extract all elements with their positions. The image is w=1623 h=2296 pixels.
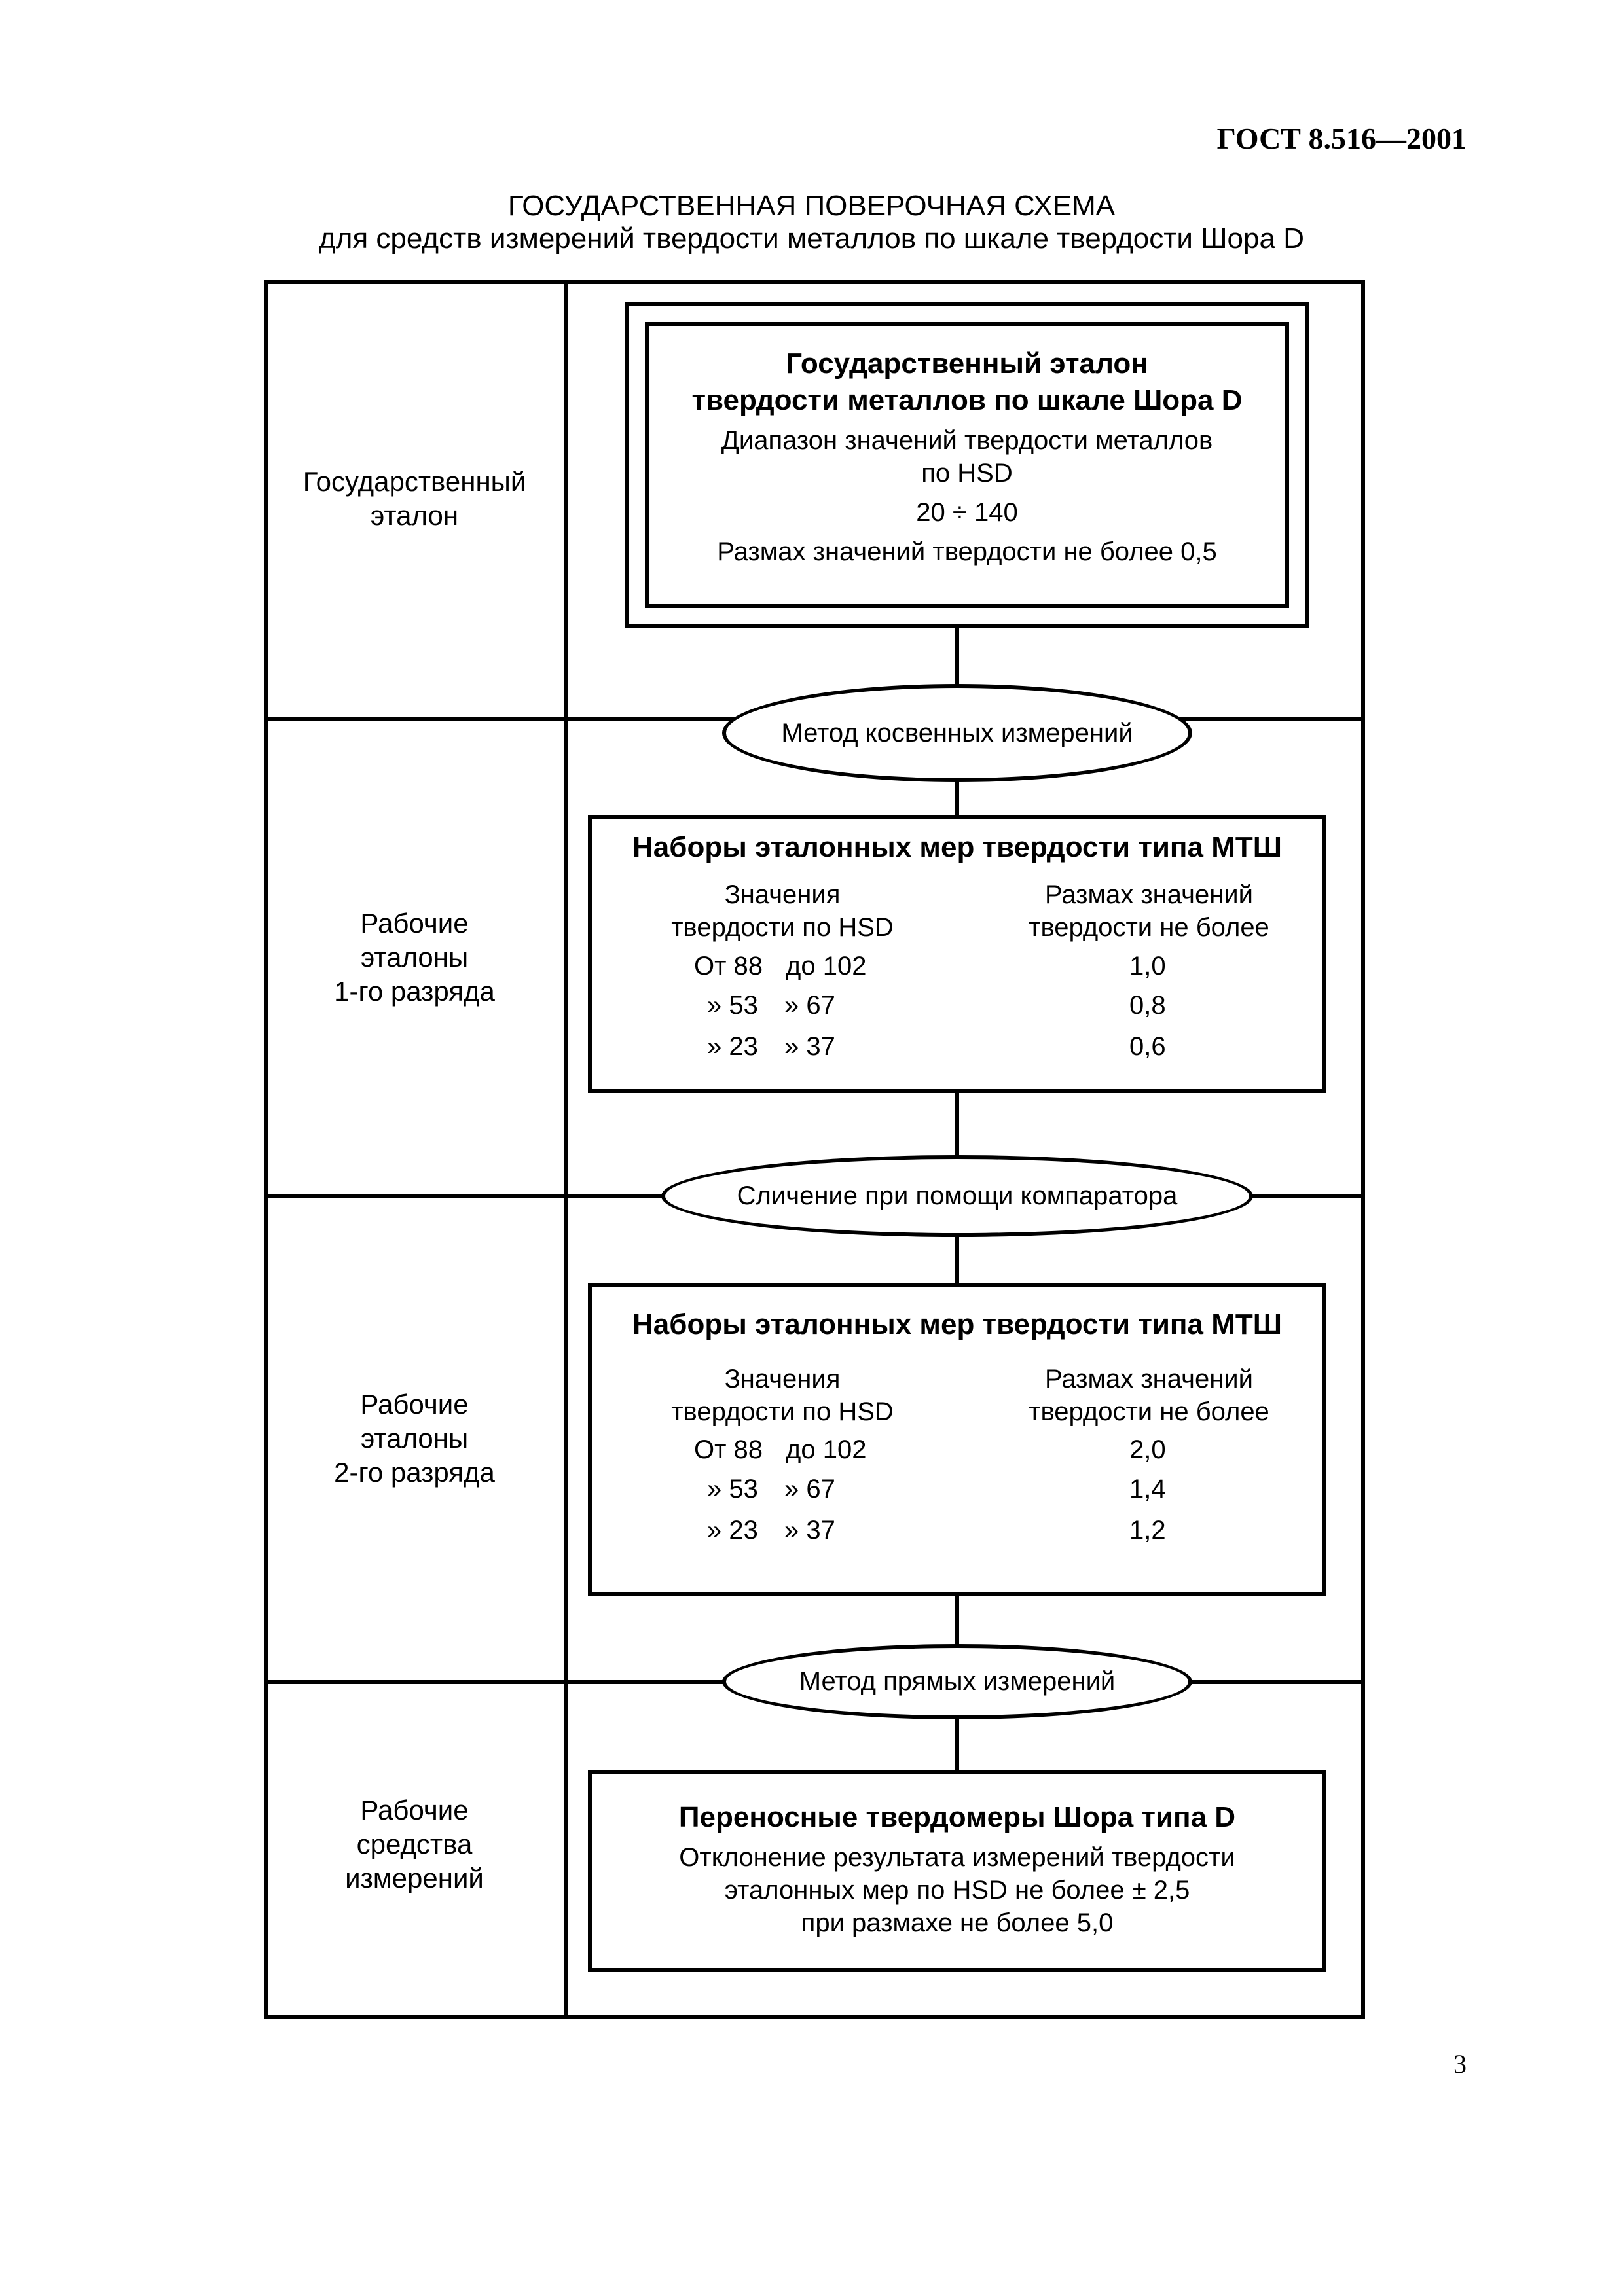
table-row: » 67 — [784, 1475, 835, 1503]
grade2-box: Наборы эталонных мер твердости типа МТШ — [588, 1283, 1326, 1596]
method-indirect-ellipse: Метод косвенных измерений — [722, 684, 1192, 782]
scheme-title: ГОСУДАРСТВЕННАЯ ПОВЕРОЧНАЯ СХЕМА — [507, 190, 1116, 222]
table-row: до 102 — [786, 1435, 867, 1464]
table-row: От 88 — [694, 952, 763, 980]
table-row: » 37 — [784, 1516, 835, 1545]
connector — [955, 779, 959, 818]
table-row: » 67 — [784, 991, 835, 1020]
table-row: » 37 — [784, 1032, 835, 1061]
grade1-col1-header: Значения твердости по HSD — [671, 880, 894, 942]
connector — [955, 1234, 959, 1286]
level-label-grade2: Рабочие эталоны 2-го разряда — [334, 1389, 495, 1488]
page-number: 3 — [1453, 2049, 1467, 2079]
connector — [955, 1715, 959, 1774]
table-row: От 88 — [694, 1435, 763, 1464]
connector — [955, 625, 959, 684]
level-label-primary: Государственный эталон — [302, 466, 526, 531]
table-row: » 53 — [707, 1475, 758, 1503]
method-comparator-ellipse: Сличение при помощи компаратора — [661, 1155, 1253, 1237]
grade1-col2-header: Размах значений твердости не более — [1029, 880, 1269, 942]
level-label-grade1: Рабочие эталоны 1-го разряда — [334, 908, 495, 1007]
level-label-working: Рабочие средства измерений — [345, 1795, 484, 1893]
connector — [955, 1594, 959, 1646]
table-row: 0,8 — [1129, 991, 1166, 1020]
method-direct-ellipse: Метод прямых измерений — [722, 1644, 1192, 1719]
document-code: ГОСТ 8.516—2001 — [1216, 122, 1467, 155]
table-row: » 23 — [707, 1032, 758, 1061]
table-row: 0,6 — [1129, 1032, 1166, 1061]
connector — [955, 1090, 959, 1155]
table-row: до 102 — [786, 952, 867, 980]
grade2-col1-header: Значения твердости по HSD — [671, 1365, 894, 1426]
primary-standard-box: Государственный эталон твердости металло… — [645, 322, 1289, 608]
table-row: » 53 — [707, 991, 758, 1020]
grade2-col2-header: Размах значений твердости не более — [1029, 1365, 1269, 1426]
working-instruments-box: Переносные твердомеры Шора типа D Отклон… — [588, 1770, 1326, 1972]
table-row: 1,0 — [1129, 952, 1166, 980]
grade1-box: Наборы эталонных мер твердости типа МТШ — [588, 815, 1326, 1093]
column-divider — [564, 280, 568, 2019]
scheme-subtitle: для средств измерений твердости металлов… — [319, 223, 1304, 255]
table-row: 1,2 — [1129, 1516, 1166, 1545]
table-row: 1,4 — [1129, 1475, 1166, 1503]
table-row: 2,0 — [1129, 1435, 1166, 1464]
table-row: » 23 — [707, 1516, 758, 1545]
